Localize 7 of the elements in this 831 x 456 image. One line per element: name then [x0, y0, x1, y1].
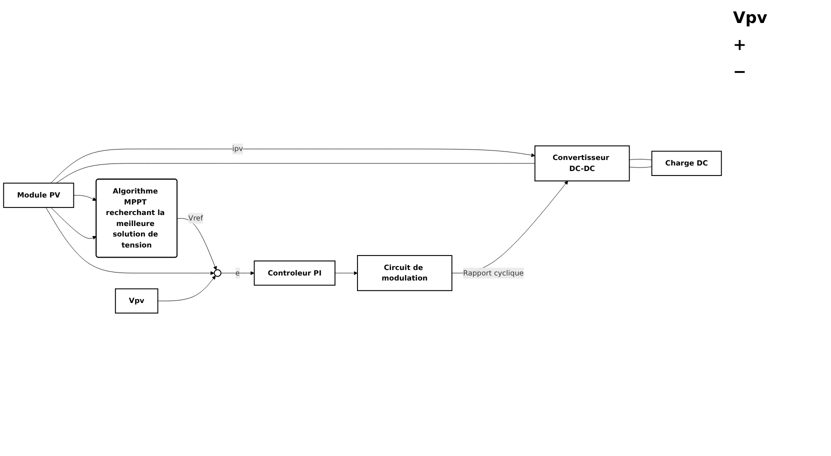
signal-label: −	[733, 62, 748, 81]
node-circle	[214, 268, 222, 277]
connector	[56, 162, 536, 184]
signal-label: +	[733, 35, 748, 54]
connector	[629, 166, 652, 168]
signal-label: Vpv	[733, 8, 768, 27]
connector	[629, 158, 652, 160]
